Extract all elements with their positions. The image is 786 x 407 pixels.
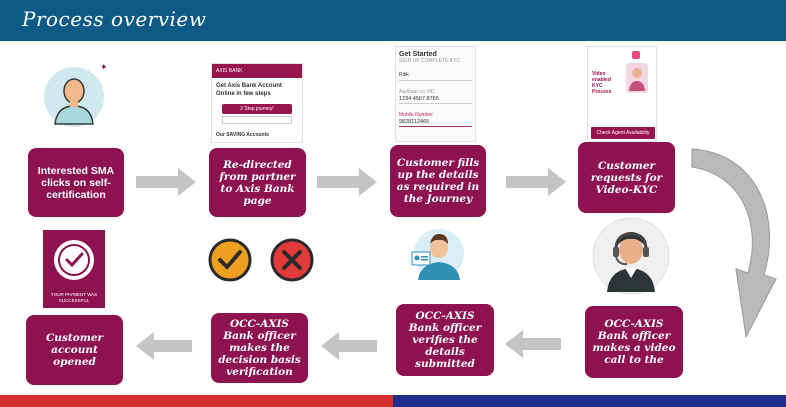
aadhaar-value: 1234 4567 8765	[399, 96, 439, 102]
user-avatar-icon	[43, 66, 105, 128]
axis-bank-page-screenshot: AXIS BANK Get Axis Bank Account Online i…	[211, 63, 303, 143]
arrow-right-3	[506, 168, 566, 196]
check-circle-icon	[54, 240, 94, 280]
payment-success-illustration: YOUR PAYMENT WAS SUCCESSFUL	[43, 230, 105, 308]
officer-id-illustration	[408, 228, 470, 280]
arrow-left-3	[136, 332, 192, 360]
footer-bar-red	[0, 395, 393, 407]
title-bar: Process overview	[0, 0, 786, 41]
step-5-box: OCC-AXIS Bank officer makes a video call…	[585, 306, 683, 378]
video-kyc-screenshot: Video enabled KYC Process Check Agent Av…	[587, 46, 657, 142]
step-7-text: OCC-AXIS Bank officer makes the decision…	[217, 318, 302, 378]
mobile-label: Mobile Number	[396, 104, 475, 118]
arrow-right-1	[136, 168, 196, 196]
step-8-box: Customer account opened	[26, 315, 123, 385]
mobile-value: 9828112465	[399, 119, 429, 125]
page-title: Process overview	[22, 7, 206, 31]
step-2-text: Re-directed from partner to Axis Bank pa…	[215, 159, 300, 207]
sparkle-icon: ✦	[100, 63, 108, 73]
step-1-box: Interested SMA clicks on self-certificat…	[28, 148, 124, 217]
axis-brand-strip: AXIS BANK	[212, 64, 302, 78]
form-subtitle: SIGN UP COMPLETE KYC	[396, 58, 475, 64]
approve-check-icon	[207, 237, 253, 283]
step-5-text: OCC-AXIS Bank officer makes a video call…	[591, 318, 677, 366]
name-field-value: Ritik	[399, 72, 409, 78]
curved-arrow-down	[686, 145, 782, 345]
footer-bar-blue	[393, 395, 786, 407]
step-3-box: Customer fills up the details as require…	[390, 145, 486, 217]
video-kyc-headline: Video enabled KYC Process	[592, 71, 622, 95]
arrow-right-2	[317, 168, 377, 196]
journey-pill-label: 3 Step journey!	[240, 106, 274, 112]
arrow-left-1	[505, 330, 561, 358]
journey-pill-button[interactable]: 3 Step journey!	[222, 104, 292, 114]
payment-caption: YOUR PAYMENT WAS SUCCESSFUL	[47, 292, 101, 304]
aadhaar-label: Aadhaar no VID	[396, 81, 475, 95]
step-4-box: Customer requests for Video-KYC	[578, 142, 675, 213]
aadhaar-field[interactable]: 1234 4567 8765	[399, 95, 472, 104]
step-6-text: OCC-AXIS Bank officer verifies the detai…	[402, 310, 488, 370]
step-6-box: OCC-AXIS Bank officer verifies the detai…	[396, 304, 494, 376]
mobile-field[interactable]: 9828112465	[399, 118, 472, 127]
check-agent-label: Check Agent Availability	[597, 130, 650, 136]
signup-form-screenshot: Get Started SIGN UP COMPLETE KYC Ritik A…	[395, 46, 476, 142]
step-1-text: Interested SMA clicks on self-certificat…	[34, 165, 118, 201]
journey-input[interactable]	[222, 116, 292, 124]
form-title: Get Started	[396, 47, 475, 58]
axis-headline: Get Axis Bank Account Online in few step…	[212, 78, 302, 102]
video-kyc-illustration	[620, 51, 654, 95]
reject-cross-icon	[269, 237, 315, 283]
step-2-box: Re-directed from partner to Axis Bank pa…	[209, 148, 306, 217]
step-3-text: Customer fills up the details as require…	[396, 157, 480, 205]
arrow-left-2	[321, 332, 377, 360]
name-field[interactable]: Ritik	[399, 70, 472, 81]
call-center-agent-icon	[591, 216, 671, 296]
step-7-box: OCC-AXIS Bank officer makes the decision…	[211, 313, 308, 383]
axis-section-title: Our SAVING Accounts	[212, 126, 302, 138]
step-8-text: Customer account opened	[32, 332, 117, 368]
step-4-text: Customer requests for Video-KYC	[584, 160, 669, 196]
check-agent-button[interactable]: Check Agent Availability	[591, 127, 655, 139]
